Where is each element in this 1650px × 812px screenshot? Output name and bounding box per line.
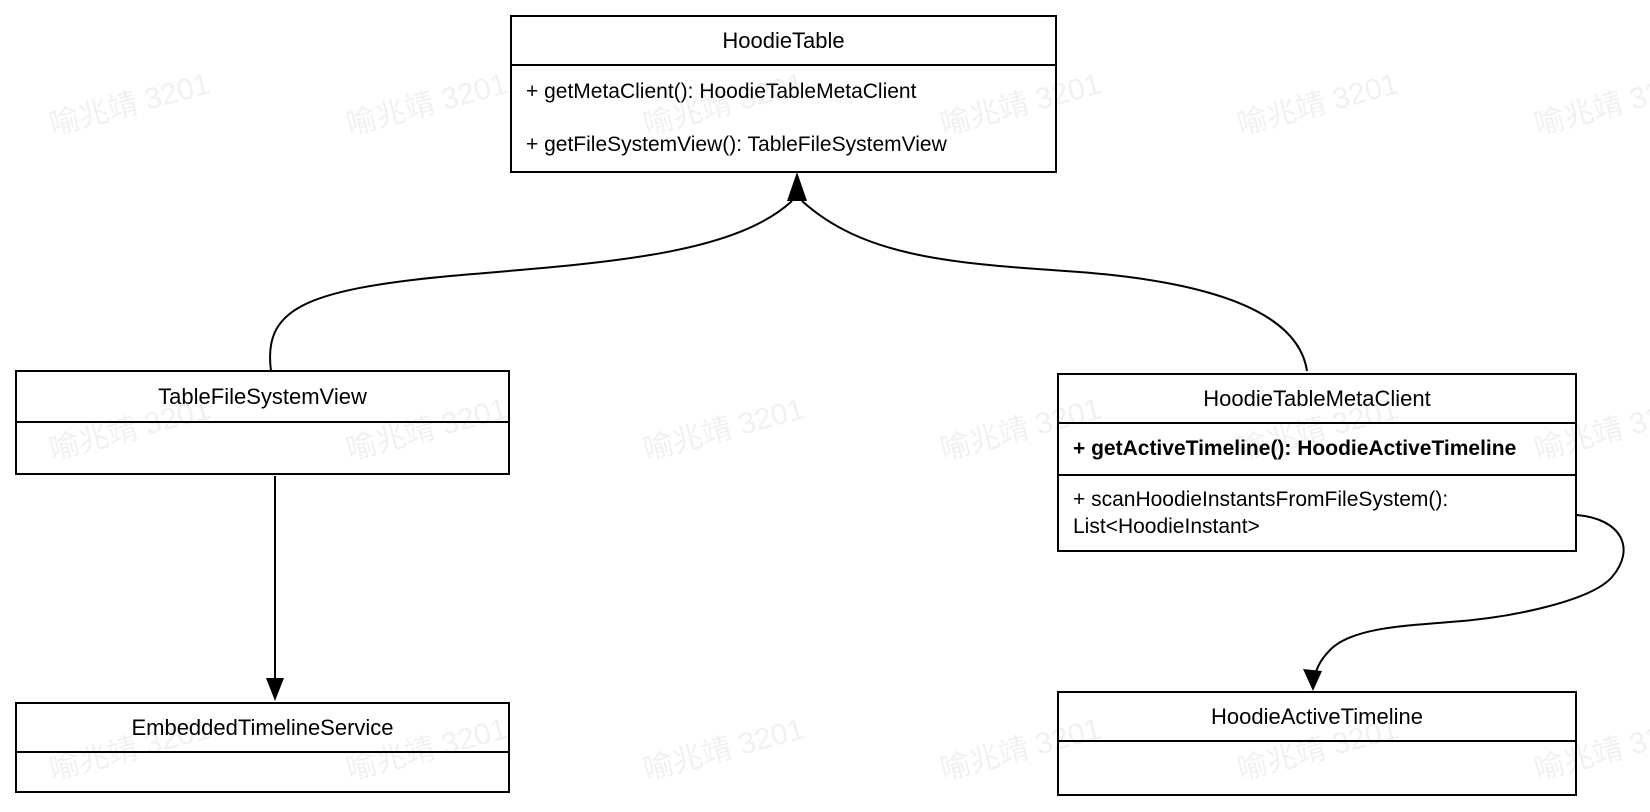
class-node-hoodietable[interactable]: HoodieTable + getMetaClient(): HoodieTab…	[510, 15, 1057, 173]
class-node-tablefilesystemview[interactable]: TableFileSystemView	[15, 370, 510, 475]
method-getmetaclient: + getMetaClient(): HoodieTableMetaClient	[526, 80, 917, 104]
watermark-text: 喻兆靖 3201	[342, 67, 511, 143]
method-getactivetimeline: + getActiveTimeline(): HoodieActiveTimel…	[1059, 424, 1575, 476]
class-node-hoodieactivetimeline[interactable]: HoodieActiveTimeline	[1057, 691, 1577, 796]
watermark-text: 喻兆靖 3201	[639, 392, 808, 468]
method-getfilesystemview: + getFileSystemView(): TableFileSystemVi…	[526, 132, 947, 156]
arrowhead-down-left-icon	[1303, 669, 1322, 691]
watermark-text: 喻兆靖 3201	[1530, 67, 1650, 143]
edge-tablefilesystemview-to-hoodietable	[269, 200, 793, 372]
edge-hoodietablemetaclient-to-hoodietable	[801, 200, 1308, 372]
class-title-embeddedtimelineservice: EmbeddedTimelineService	[17, 704, 508, 753]
watermark-text: 喻兆靖 3201	[1233, 67, 1402, 143]
class-title-hoodieactivetimeline: HoodieActiveTimeline	[1059, 693, 1575, 742]
empty-compartment-embeddedtimelineservice	[17, 753, 508, 791]
class-title-hoodietable: HoodieTable	[512, 17, 1055, 66]
methods-compartment-hoodietable: + getMetaClient(): HoodieTableMetaClient…	[512, 66, 1055, 171]
method-scanhoodieinstants: + scanHoodieInstantsFromFileSystem(): Li…	[1073, 488, 1449, 538]
class-title-tablefilesystemview: TableFileSystemView	[17, 372, 508, 423]
empty-compartment-hoodieactivetimeline	[1059, 742, 1575, 794]
class-node-hoodietablemetaclient[interactable]: HoodieTableMetaClient + getActiveTimelin…	[1057, 373, 1577, 552]
watermark-text: 喻兆靖 3201	[45, 67, 214, 143]
arrowhead-down-icon	[266, 678, 284, 701]
watermark-text: 喻兆靖 3201	[639, 712, 808, 788]
class-node-embeddedtimelineservice[interactable]: EmbeddedTimelineService	[15, 702, 510, 793]
arrowhead-up-icon	[787, 172, 807, 201]
class-title-hoodietablemetaclient: HoodieTableMetaClient	[1059, 375, 1575, 424]
empty-compartment-tablefilesystemview	[17, 423, 508, 473]
